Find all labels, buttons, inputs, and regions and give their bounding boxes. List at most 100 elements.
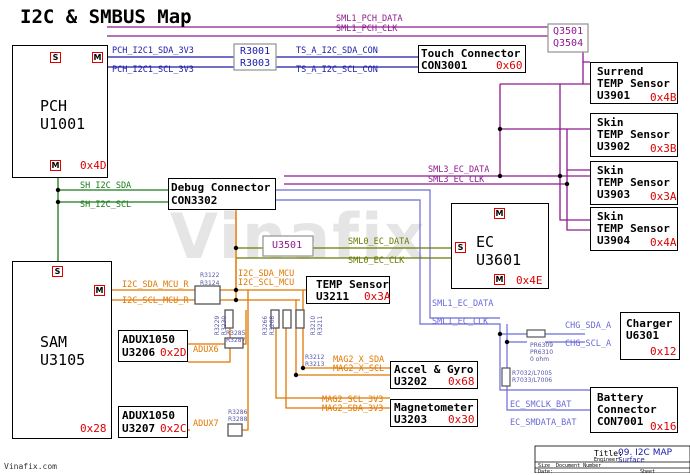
magnet-name: Magnetometer [394, 401, 474, 414]
r3001-box [233, 43, 277, 71]
adux-u3206-block [118, 330, 188, 362]
accel-ref: U3202 [394, 375, 428, 388]
ec-m-tag-2: M [494, 274, 505, 285]
net-mag2-sda3: MAG2_SDA_3V3 [322, 404, 384, 414]
sam-ref: U3105 [40, 351, 86, 369]
debug-ec-bus [276, 189, 590, 411]
net-mag2-scl: MAG2_X_SCL [333, 364, 385, 374]
battery-ref: CON7001 [597, 415, 644, 428]
adux6-name: ADUX1050 [122, 333, 175, 346]
res-r3268: R3268 [269, 315, 277, 336]
ec-s-tag: S [455, 242, 466, 253]
charger-address: 0x12 [650, 345, 677, 358]
sam-m-tag: M [94, 285, 105, 296]
debug-ref: CON3302 [171, 194, 218, 207]
adux7-ref: U3207 [122, 422, 156, 435]
pch-m-tag: M [92, 52, 103, 63]
debug-name: Debug Connector [171, 181, 271, 194]
net-ts-sda: TS_A_I2C_SDA_CON [296, 46, 378, 56]
skin3-name1: Skin [597, 210, 624, 223]
res-pr6309: PR6309 [530, 342, 554, 349]
footer-title-value: 09. I2C MAP [618, 448, 673, 458]
temp3211-ref: U3211 [316, 290, 350, 303]
res-r3266: R3266 [262, 315, 270, 336]
net-sml3-clk: SML3_EC_CLK [428, 175, 485, 185]
adux7-address: 0x2C [160, 422, 187, 435]
pch-i2c1-bus [107, 43, 418, 71]
net-sam-sda2: I2C_SDA_MCU [238, 269, 295, 279]
battery-connector-block [590, 387, 678, 433]
net-adux6: ADUX6 [193, 345, 219, 355]
r3210 [295, 309, 305, 329]
ec-m-tag: M [494, 208, 505, 219]
skin1-address: 0x3B [650, 142, 677, 155]
res-r3229: R3229 [214, 315, 222, 336]
r3229 [224, 309, 234, 329]
net-pch-sda: PCH_I2C1_SDA_3V3 [112, 46, 194, 56]
skin-temp-u3904-block [590, 207, 678, 251]
res-ohm: 0 ohm [530, 356, 550, 363]
charger-name: Charger [626, 317, 673, 330]
footer-sheet: Sheet [640, 469, 656, 475]
net-ec-smdata: EC_SMDATA_BAT [510, 418, 577, 428]
pch-name: PCH [40, 97, 68, 115]
magnet-address: 0x30 [448, 413, 475, 426]
surround-address: 0x4B [650, 91, 677, 104]
pch-address: 0x4D [80, 159, 107, 172]
battery-name2: Connector [597, 403, 657, 416]
res-r3211: R3211 [317, 315, 325, 336]
net-sml0-clk: SML0_EC_CLK [348, 256, 405, 266]
skin1-name1: Skin [597, 116, 624, 129]
pch-block [12, 45, 108, 178]
r7032 [501, 367, 511, 387]
footer-date: Date: [538, 469, 554, 475]
surround-name1: Surrend [597, 65, 644, 78]
sam-address: 0x28 [80, 422, 107, 435]
net-pch-scl: PCH_I2C1_SCL_3V3 [112, 65, 194, 75]
skin-temp-u3903-block [590, 161, 678, 205]
surround-temp-block [590, 62, 678, 104]
res-r3287: R3287 [226, 337, 246, 344]
page-title: I2C & SMBUS Map [20, 6, 192, 28]
skin2-ref: U3903 [597, 188, 631, 201]
net-chg-sda: CHG_SDA_A [565, 321, 612, 331]
net-ts-scl: TS_A_I2C_SCL_CON [296, 65, 378, 75]
r3268 [282, 309, 292, 329]
r3001-label: R3001 [240, 46, 271, 57]
net-sml1-ec-clk: SML1_EC_CLK [432, 317, 489, 327]
charger-block [620, 312, 680, 360]
r3003-label: R3003 [240, 58, 271, 69]
res-r3286: R3286 [228, 409, 248, 416]
skin2-name2: TEMP Sensor [597, 176, 670, 189]
touch-connector-block [418, 45, 526, 73]
res-r3122: R3122 [200, 272, 220, 279]
magnetometer-block [390, 399, 478, 427]
adux6-ref: U3206 [122, 346, 156, 359]
skin2-address: 0x3A [650, 190, 677, 203]
sml0-bus [236, 235, 451, 259]
pr6309 [526, 329, 546, 338]
accel-gyro-block [390, 361, 478, 389]
net-ec-smclk: EC_SMCLK_BAT [510, 400, 572, 410]
surround-ref: U3901 [597, 89, 631, 102]
res-r3213: R3213 [305, 361, 325, 368]
pch-s-tag: S [50, 52, 61, 63]
skin1-ref: U3902 [597, 140, 631, 153]
res-r7033: R7033/L7006 [512, 377, 553, 384]
title-block-lines [534, 445, 690, 473]
net-sam-scl2: I2C_SCL_MCU [238, 278, 295, 288]
skin1-name2: TEMP Sensor [597, 128, 670, 141]
footer-site: Vinafix.com [4, 462, 57, 471]
pch-ref: U1001 [40, 115, 86, 133]
res-r3285: R3285 [226, 330, 246, 337]
r3285 [224, 337, 244, 349]
debug-connector-block [168, 178, 276, 210]
magnet-ref: U3203 [394, 413, 428, 426]
res-r3230: R3230 [221, 315, 229, 336]
battery-address: 0x16 [650, 420, 677, 433]
net-sml1-data: SML1_PCH_DATA [336, 14, 403, 24]
footer-engineer: Engineer: [594, 457, 622, 463]
net-sml1-clk: SML1_PCH_CLK [336, 24, 398, 34]
